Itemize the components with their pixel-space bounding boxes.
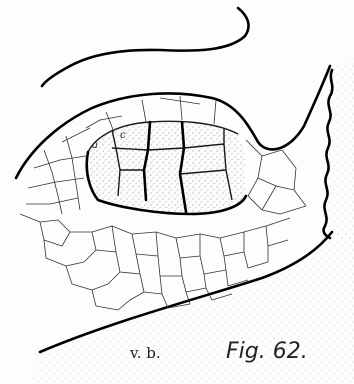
outer-outline-top: [42, 8, 249, 86]
figure-caption: Fig. 62.: [226, 339, 308, 364]
stippled-central-cells: [87, 121, 247, 214]
cell-label-c: c: [120, 130, 126, 141]
stippled-tissue-right: [326, 58, 354, 240]
cell-label-a: a: [92, 140, 98, 151]
region-label: v. b.: [129, 344, 161, 362]
